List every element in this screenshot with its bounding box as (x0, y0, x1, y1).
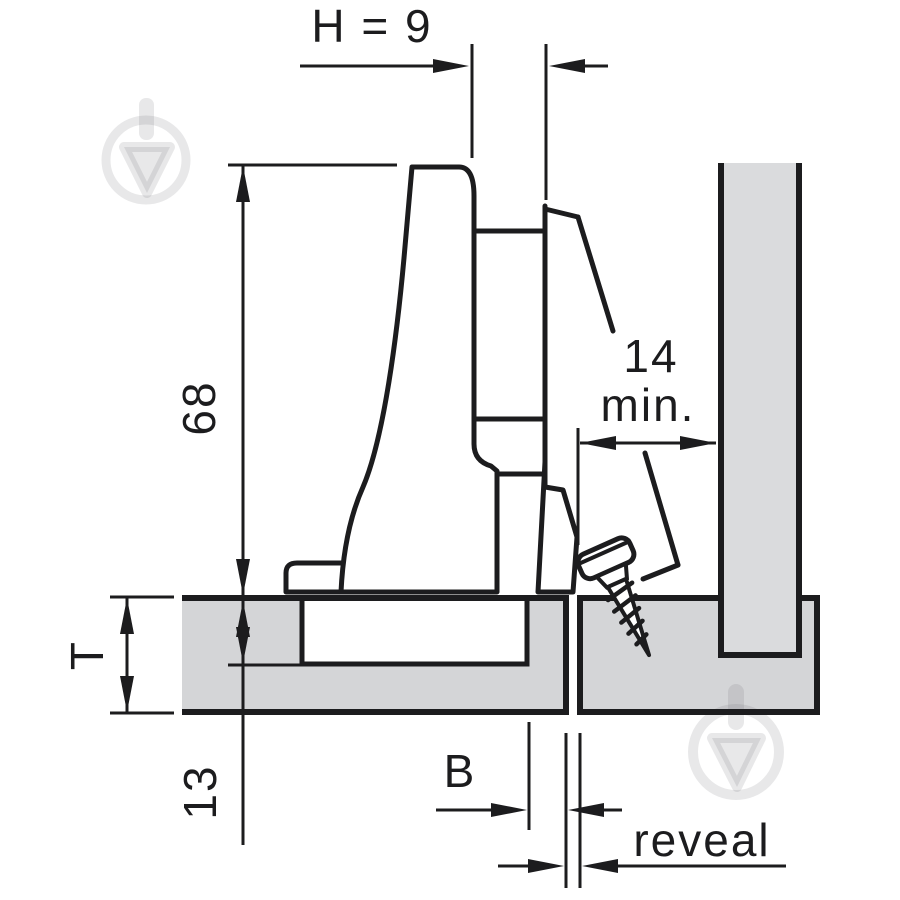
dimension-label-13: 13 (174, 764, 226, 819)
dimension-13: 13 (174, 601, 300, 845)
hinge-cup-hole (299, 595, 530, 667)
dimension-label-14: 14 (623, 330, 678, 382)
panel-edges (182, 163, 820, 715)
dimension-label-reveal: reveal (633, 814, 770, 866)
hinge-boss (338, 164, 500, 595)
dimension-b: B (436, 722, 622, 830)
hinge-arm-slant-lower (642, 450, 681, 568)
cabinet-side-panel (718, 163, 802, 658)
trowel-circle-logo-icon (101, 115, 191, 205)
dimension-t: T (61, 595, 174, 715)
dimension-label-h: H = 9 (311, 0, 432, 52)
dimension-label-min: min. (601, 379, 696, 431)
dimension-label-b: B (444, 745, 477, 797)
dimension-reveal: reveal (498, 733, 786, 888)
hinge-drawing (283, 164, 681, 658)
mounting-screw (575, 535, 652, 658)
hinge-arm-top-edge (542, 206, 581, 220)
dimension-h: H = 9 (300, 0, 608, 200)
screw-slot (575, 538, 632, 567)
dimension-68: 68 (173, 163, 397, 595)
hinge-bracket (535, 459, 580, 595)
screw-threads (605, 580, 649, 647)
watermark-top-left (101, 98, 191, 205)
hinge-arm-slant-upper (575, 214, 616, 334)
dimension-label-68: 68 (173, 380, 225, 435)
dimension-14-min: 14 min. (576, 330, 716, 545)
dimension-label-t: T (61, 640, 113, 670)
